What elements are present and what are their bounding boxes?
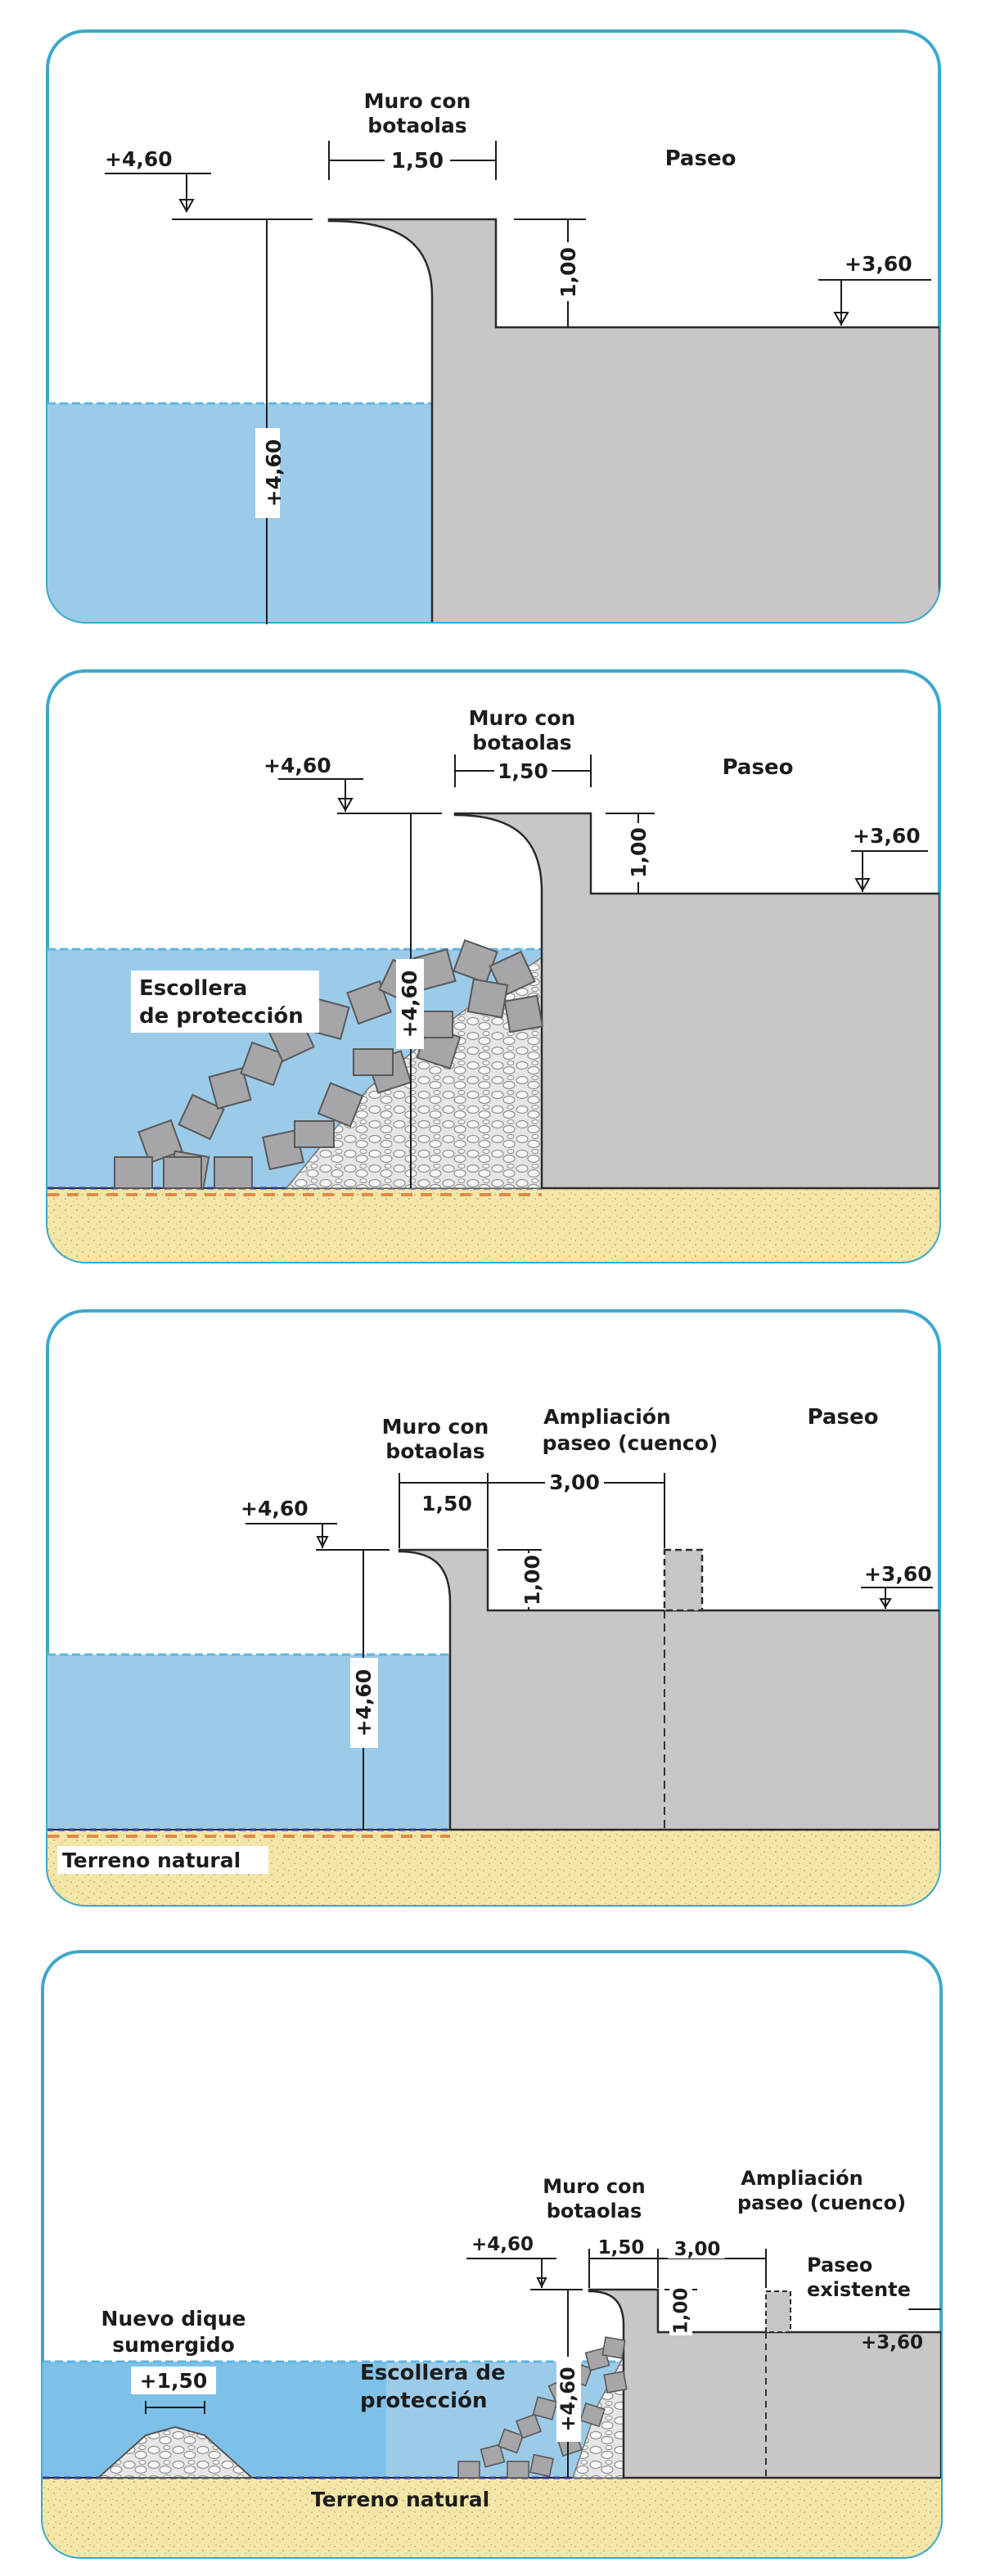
dique-height-label: +1,50	[140, 2369, 208, 2393]
elev-marker	[879, 1598, 892, 1609]
dique-line2: sumergido	[112, 2333, 235, 2357]
panel-4: Muro con botaolas Ampliación paseo (cuen…	[41, 1950, 943, 2559]
dique-line1: Nuevo dique	[101, 2307, 246, 2331]
wall-label-line1: Muro con	[469, 706, 576, 730]
label-bg	[669, 2286, 692, 2335]
submerged-dike	[96, 2425, 255, 2479]
panel-3: Muro con botaolas Ampliación paseo (cuen…	[46, 1309, 941, 1907]
label-bg	[419, 1489, 475, 1514]
wall-height-label: +4,60	[262, 439, 286, 507]
armour-rock-blocks	[114, 939, 543, 1191]
water-area	[47, 1655, 450, 1830]
wall-with-wave-return	[453, 812, 939, 1190]
label-bg	[255, 428, 280, 518]
elev-marker	[316, 1536, 329, 1549]
panel-2: Escollera de protección Muro con botaola…	[46, 669, 941, 1263]
water-area	[47, 403, 432, 622]
label-bg	[396, 959, 424, 1049]
label-bg	[131, 2367, 216, 2394]
wall-width-label: 1,50	[421, 1492, 472, 1515]
step-height-label: 1,00	[520, 1555, 544, 1605]
label-bg	[57, 1846, 268, 1874]
wall-width-label: 1,50	[498, 759, 548, 783]
label-bg	[385, 147, 450, 172]
step-height-label: 1,00	[556, 247, 580, 298]
ampliacion-line2: paseo (cuenco)	[543, 1431, 718, 1455]
cuenco-bump	[663, 1548, 704, 1612]
elev-marker	[337, 798, 354, 813]
wall-label-line1: Muro con	[543, 2175, 645, 2198]
escollera-line2: protección	[360, 2389, 487, 2413]
wall-height-label: +4,60	[556, 2367, 579, 2431]
wall-label-line2: botaolas	[472, 731, 571, 754]
escollera-line2: de protección	[139, 1004, 304, 1029]
cuenco-bump	[765, 2290, 791, 2333]
wall-with-wave-return	[398, 1548, 939, 1831]
label-bg	[592, 2237, 650, 2257]
ampliacion-line1: Ampliación	[741, 2167, 863, 2190]
wall-label-line1: Muro con	[364, 89, 471, 113]
elev-paseo-label: +3,60	[845, 252, 912, 276]
ampliacion-width-label: 3,00	[674, 2239, 721, 2260]
label-bg	[520, 1553, 545, 1607]
wall-label-line2: botaolas	[547, 2200, 642, 2222]
wall-width-label: 1,50	[598, 2237, 645, 2259]
paseo-label: Paseo	[808, 1405, 879, 1430]
wall-label-line2: botaolas	[367, 114, 466, 137]
wall-label-line2: botaolas	[385, 1439, 484, 1463]
panel-1: 1,50 Muro con botaolas +4,60 +4,60 1,00 …	[46, 29, 941, 624]
elev-marker	[833, 312, 849, 327]
paseo-label: Paseo	[665, 146, 736, 171]
label-bg	[350, 1658, 378, 1748]
ampliacion-line2: paseo (cuenco)	[737, 2191, 906, 2214]
wall-width-label: 1,50	[391, 149, 444, 173]
elev-paseo-label: +3,60	[861, 2332, 923, 2353]
terreno-label: Terreno natural	[62, 1849, 241, 1872]
elev-top-label: +4,60	[105, 147, 173, 171]
wall-with-wave-return	[327, 218, 939, 622]
step-height-label: 1,00	[627, 827, 651, 878]
wall-height-label: +4,60	[398, 971, 421, 1038]
elev-marker	[854, 878, 871, 893]
escollera-line1: Escollera	[139, 976, 247, 1001]
label-bg	[545, 1471, 604, 1493]
sand-bed	[43, 2478, 941, 2557]
paseo-line1: Paseo	[807, 2254, 872, 2277]
paseo-label: Paseo	[723, 755, 794, 780]
ampliacion-line1: Ampliación	[543, 1405, 671, 1429]
elev-top-label: +4,60	[241, 1497, 309, 1520]
label-bg	[131, 971, 319, 1033]
sand-bed	[47, 1188, 939, 1262]
wall-height-label: +4,60	[352, 1669, 376, 1737]
terreno-label: Terreno natural	[311, 2488, 489, 2511]
label-bg	[494, 759, 552, 782]
label-bg	[556, 2357, 581, 2442]
escollera-line1: Escollera de	[360, 2361, 506, 2385]
elev-top-label: +4,60	[471, 2234, 534, 2255]
elev-paseo-label: +3,60	[853, 824, 921, 848]
elev-paseo-label: +3,60	[864, 1562, 932, 1586]
elev-top-label: +4,60	[264, 754, 331, 777]
paseo-line2: existente	[807, 2278, 911, 2301]
label-bg	[556, 242, 581, 301]
step-height-label: 1,00	[671, 2288, 692, 2335]
label-bg	[668, 2239, 725, 2259]
ampliacion-width-label: 3,00	[549, 1470, 600, 1494]
wall-label-line1: Muro con	[382, 1415, 489, 1439]
elev-marker	[536, 2277, 547, 2289]
label-bg	[627, 823, 651, 882]
